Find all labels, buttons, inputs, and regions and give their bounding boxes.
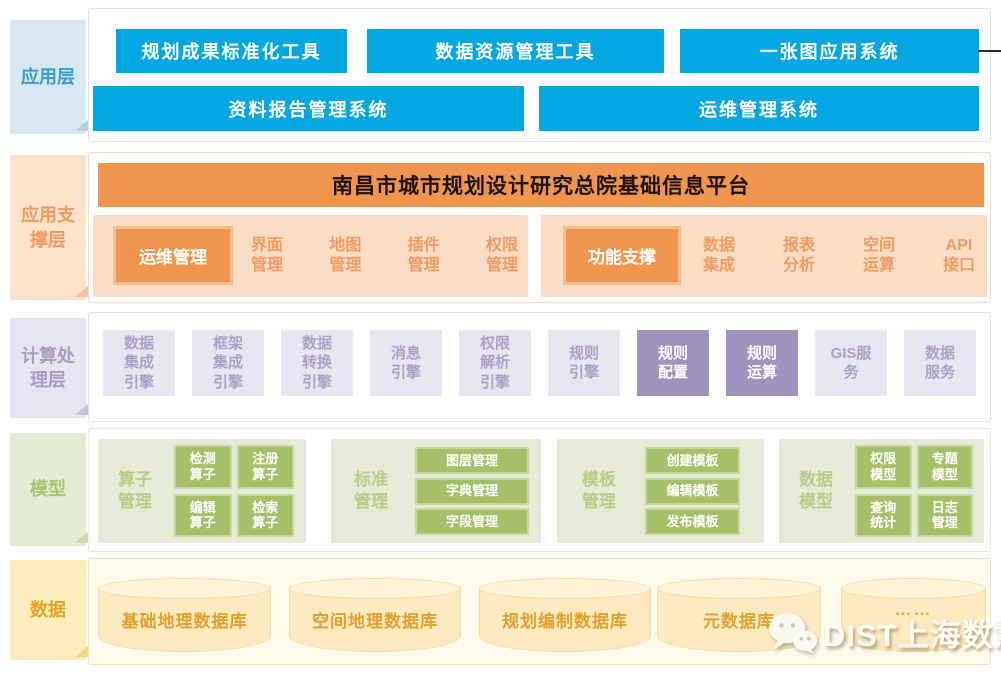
- support-item: 空间 运算: [862, 237, 895, 274]
- support-group-head: 功能支撑: [563, 226, 681, 285]
- layer-label-application-text: 应用层: [21, 66, 75, 87]
- support-group-function: 功能支撑 数据 集成 报表 分析 空间 运算 API 接口: [541, 215, 987, 297]
- model-item-box: 注册 算子: [236, 445, 294, 489]
- model-group-grid: 检测 算子 注册 算子 编辑 算子 检索 算子: [174, 445, 294, 537]
- support-group-ops: 运维管理 界面 管理 地图 管理 插件 管理 权限 管理: [93, 215, 528, 297]
- application-layer-panel: 规划成果标准化工具 数据资源管理工具 一张图应用系统 资料报告管理系统 运维管理…: [88, 8, 991, 142]
- engine-box: 数据 转换 引擎: [281, 330, 353, 396]
- support-item: 数据 集成: [703, 237, 736, 274]
- database-cylinder-more: ……: [841, 578, 986, 652]
- engine-box: 数据 集成 引擎: [103, 330, 175, 396]
- engine-box-highlighted: 规则 配置: [637, 330, 709, 396]
- model-item-box: 字段管理: [415, 508, 529, 535]
- model-group-grid: 权限 模型 专题 模型 查询 统计 日志 管理: [855, 445, 973, 537]
- model-item-box: 编辑模板: [645, 477, 740, 505]
- database-label: 空间地理数据库: [312, 611, 438, 631]
- database-label: 基础地理数据库: [121, 611, 248, 631]
- model-layer-panel: 算子 管理 检测 算子 注册 算子 编辑 算子 检索 算子 标准 管理 图层管理…: [88, 428, 991, 552]
- app-system-box: 运维管理系统: [539, 86, 979, 131]
- model-group-template: 模板 管理 创建模板 编辑模板 发布模板: [557, 439, 764, 543]
- cylinder-top: [841, 578, 986, 599]
- layer-label-support: 应用支 撑层: [10, 155, 97, 300]
- layer-label-computing: 计算处 理层: [10, 318, 97, 418]
- model-item-box: 权限 模型: [855, 445, 912, 489]
- model-item-box: 检索 算子: [236, 493, 294, 537]
- model-group-stack: 图层管理 字典管理 字段管理: [415, 447, 529, 535]
- cylinder-top: [657, 578, 821, 599]
- model-group-head: 模板 管理: [582, 469, 616, 511]
- model-item-box: 创建模板: [645, 447, 740, 474]
- database-label: ……: [894, 600, 933, 619]
- layer-label-computing-text: 计算处 理层: [21, 345, 75, 390]
- model-group-head: 数据 模型: [799, 469, 833, 511]
- platform-title-banner: 南昌市城市规划设计研究总院基础信息平台: [98, 163, 984, 207]
- cylinder-top: [289, 578, 461, 599]
- support-item: API 接口: [942, 237, 975, 274]
- app-system-box: 资料报告管理系统: [93, 86, 524, 131]
- layer-label-application: 应用层: [10, 20, 97, 134]
- support-layer-panel: 南昌市城市规划设计研究总院基础信息平台 运维管理 界面 管理 地图 管理 插件 …: [88, 152, 991, 303]
- model-item-box: 检测 算子: [174, 445, 232, 489]
- model-group-operator: 算子 管理 检测 算子 注册 算子 编辑 算子 检索 算子: [98, 439, 306, 543]
- support-group-items: 数据 集成 报表 分析 空间 运算 API 接口: [703, 215, 975, 297]
- cylinder-top: [479, 578, 651, 599]
- connector-dash: [978, 50, 1001, 52]
- watermark: DIST上海数慧: [768, 610, 1001, 655]
- layer-label-data: 数据: [10, 560, 97, 660]
- app-system-box: 数据资源管理工具: [367, 29, 664, 73]
- watermark-brand: DIST上海数慧: [823, 618, 1001, 653]
- support-item: 地图 管理: [329, 237, 362, 274]
- model-item-box: 专题 模型: [916, 445, 973, 489]
- database-label: 规划编制数据库: [502, 611, 628, 631]
- engine-box: 规则 引擎: [548, 330, 620, 396]
- model-item-box: 编辑 算子: [174, 493, 232, 537]
- model-item-box: 查询 统计: [855, 493, 912, 537]
- support-item: 插件 管理: [407, 237, 440, 274]
- app-system-box: 一张图应用系统: [680, 29, 979, 73]
- engine-row: 数据 集成 引擎 框架 集成 引擎 数据 转换 引擎 消息 引擎 权限 解析 引…: [103, 330, 976, 396]
- computing-layer-panel: 数据 集成 引擎 框架 集成 引擎 数据 转换 引擎 消息 引擎 权限 解析 引…: [88, 312, 991, 422]
- model-group-standard: 标准 管理 图层管理 字典管理 字段管理: [331, 439, 541, 543]
- engine-box-highlighted: 规则 运算: [726, 330, 798, 396]
- model-group-head: 算子 管理: [118, 469, 152, 511]
- layer-label-model-text: 模型: [30, 479, 66, 500]
- model-item-box: 图层管理: [415, 447, 529, 474]
- wechat-icon: [769, 612, 818, 654]
- model-group-stack: 创建模板 编辑模板 发布模板: [645, 447, 740, 535]
- model-item-box: 字典管理: [415, 477, 529, 505]
- model-group-data-model: 数据 模型 权限 模型 专题 模型 查询 统计 日志 管理: [779, 439, 984, 543]
- cylinder-body: [289, 588, 461, 652]
- model-item-box: 日志 管理: [916, 493, 973, 537]
- engine-box: 消息 引擎: [370, 330, 442, 396]
- support-group-items: 界面 管理 地图 管理 插件 管理 权限 管理: [251, 215, 518, 297]
- data-layer-panel: 基础地理数据库 空间地理数据库 规划编制数据库 元数据库 ……: [88, 558, 991, 665]
- support-item: 报表 分析: [782, 237, 815, 274]
- support-item: 界面 管理: [251, 237, 284, 274]
- model-item-box: 发布模板: [645, 508, 740, 535]
- layer-label-model: 模型: [10, 433, 97, 546]
- app-system-box: 规划成果标准化工具: [116, 29, 347, 73]
- database-cylinder: 基础地理数据库: [98, 578, 271, 652]
- database-cylinder: 空间地理数据库: [289, 578, 461, 652]
- engine-box: GIS服 务: [815, 330, 887, 396]
- layer-label-data-text: 数据: [30, 599, 66, 620]
- layer-label-support-text: 应用支 撑层: [21, 205, 75, 250]
- cylinder-top: [98, 578, 271, 599]
- engine-box: 权限 解析 引擎: [459, 330, 531, 396]
- database-cylinder: 规划编制数据库: [479, 578, 651, 652]
- model-group-head: 标准 管理: [354, 469, 388, 511]
- engine-box: 框架 集成 引擎: [192, 330, 264, 396]
- support-group-head: 运维管理: [113, 226, 233, 285]
- database-label: 元数据库: [703, 611, 775, 631]
- engine-box: 数据 服务: [904, 330, 976, 396]
- support-item: 权限 管理: [485, 237, 518, 274]
